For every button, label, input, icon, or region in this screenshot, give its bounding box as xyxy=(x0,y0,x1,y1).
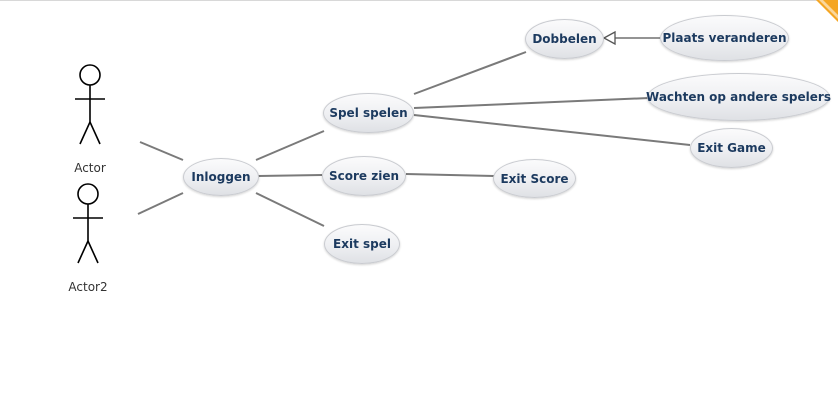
association-actor2-inloggen xyxy=(137,192,184,215)
usecase-wachten-op-andere-spelers[interactable]: Wachten op andere spelers xyxy=(646,73,831,121)
top-border xyxy=(0,0,838,1)
usecase-label: Spel spelen xyxy=(329,106,408,120)
actor-figure-actor xyxy=(75,64,105,145)
usecase-score-zien[interactable]: Score zien xyxy=(322,156,406,196)
usecase-exit-game[interactable]: Exit Game xyxy=(690,128,773,168)
usecase-exit-score[interactable]: Exit Score xyxy=(493,159,576,198)
association-spel-spelen-dobbelen xyxy=(413,51,527,95)
association-actor1-inloggen xyxy=(139,141,184,161)
actor-label-actor2: Actor2 xyxy=(68,280,108,294)
usecase-plaats-veranderen[interactable]: Plaats veranderen xyxy=(660,15,789,61)
association-spel-spelen-exit-game xyxy=(413,114,691,146)
corner-flag-icon xyxy=(816,0,838,22)
usecase-label: Score zien xyxy=(328,169,399,183)
usecase-label: Dobbelen xyxy=(532,32,597,46)
usecase-label: Exit Game xyxy=(697,141,766,155)
association-spel-spelen-wachten xyxy=(413,97,650,109)
usecase-label: Plaats veranderen xyxy=(662,31,787,45)
usecase-label: Exit Score xyxy=(500,171,569,186)
usecase-dobbelen[interactable]: Dobbelen xyxy=(525,19,604,59)
usecase-inloggen[interactable]: Inloggen xyxy=(183,158,259,196)
usecase-spel-spelen[interactable]: Spel spelen xyxy=(323,93,414,133)
usecase-exit-spel[interactable]: Exit spel xyxy=(324,224,400,264)
usecase-label: Inloggen xyxy=(191,170,251,184)
association-inloggen-exit-spel xyxy=(255,192,325,227)
generalization-arrowhead xyxy=(602,30,616,46)
association-inloggen-score-zien xyxy=(257,174,323,177)
usecase-label: Exit spel xyxy=(333,237,391,251)
association-inloggen-spel-spelen xyxy=(255,130,325,161)
usecase-label: Wachten op andere spelers xyxy=(646,90,831,104)
actor-label-actor: Actor xyxy=(74,161,106,175)
association-score-zien-exit-score xyxy=(405,173,495,177)
actor-figure-actor2 xyxy=(73,183,103,264)
